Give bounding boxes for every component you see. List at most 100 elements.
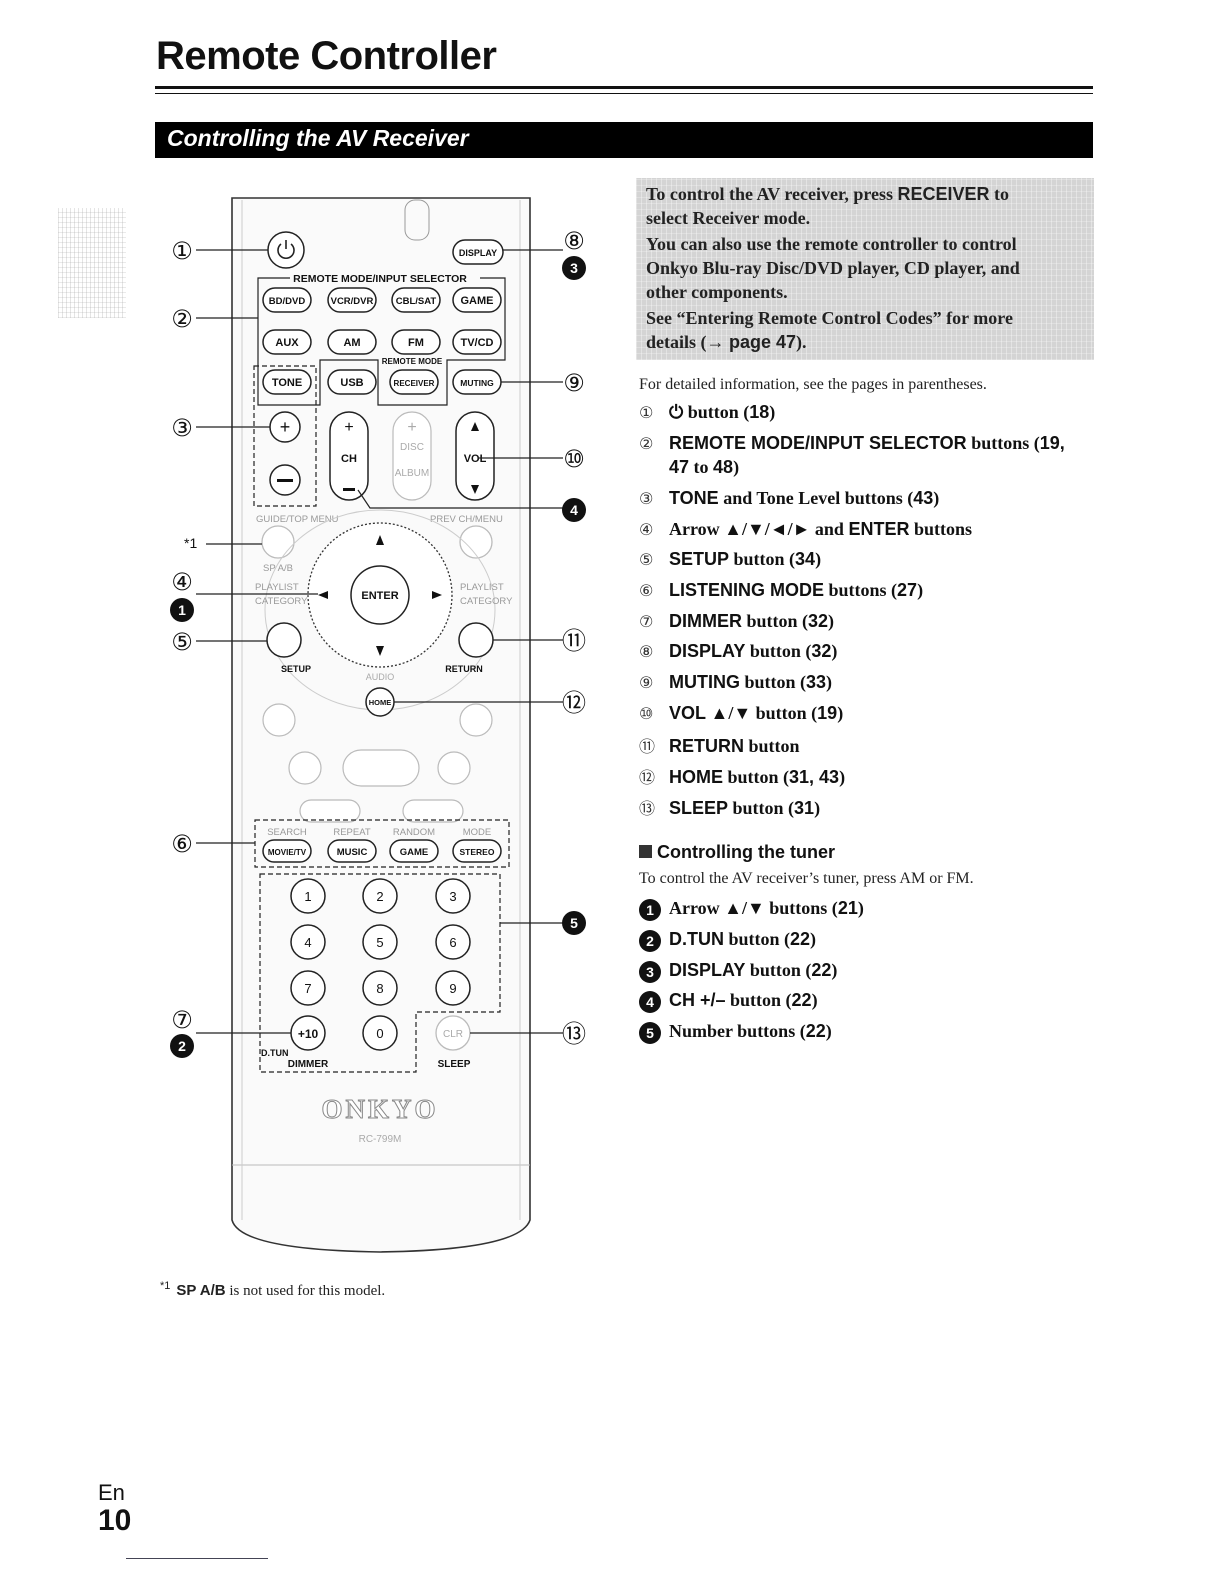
prev-label: PREV CH/MENU <box>430 514 503 525</box>
selector-title: REMOTE MODE/INPUT SELECTOR <box>293 273 467 285</box>
text-segment: 32 <box>811 641 832 661</box>
page-number: 10 <box>98 1504 132 1537</box>
callout-1: ① <box>171 237 193 265</box>
enter-button <box>350 565 410 625</box>
text-segment: 22 <box>790 929 811 949</box>
tuner-intro: To control the AV receiver’s tuner, pres… <box>639 870 974 888</box>
tuner-item-number: 3 <box>639 960 661 983</box>
callout-b5: 5 <box>570 915 578 931</box>
svg-text:2: 2 <box>376 889 383 904</box>
home-label: HOME <box>369 698 392 707</box>
section-header-bar: Controlling the AV Receiver <box>155 122 1093 158</box>
playlist-left-label: PLAYLIST <box>255 582 299 593</box>
svg-text:+: + <box>344 419 353 436</box>
digit-7-button <box>290 970 326 1006</box>
text-segment: 21 <box>837 898 858 918</box>
text-segment: ) <box>828 611 835 631</box>
category-right-label: CATEGORY <box>460 596 513 607</box>
note-text: Onkyo Blu-ray Disc/DVD player, CD player… <box>646 258 1020 278</box>
text-segment: MUTING <box>669 672 740 692</box>
callout-7: ⑦ <box>171 1006 193 1034</box>
callout-b4: 4 <box>570 502 578 518</box>
note-key: RECEIVER <box>897 184 990 204</box>
svg-text:CLR: CLR <box>443 1029 463 1040</box>
spab-button <box>261 525 295 559</box>
text-segment: button ( <box>683 402 750 422</box>
text-segment: DIMMER <box>669 611 742 631</box>
language-label: En <box>98 1480 125 1505</box>
search-label: SEARCH <box>267 827 307 838</box>
callout-9: ⑨ <box>563 369 585 397</box>
footnote-mark: *1 <box>160 1280 171 1292</box>
item-number: ③ <box>639 489 654 508</box>
tv-cd-button: TV/CD <box>461 337 494 349</box>
text-segment: 22 <box>791 990 812 1010</box>
note-text: See “Entering Remote Control Codes” for … <box>646 308 1013 328</box>
callout-3: ③ <box>171 414 193 442</box>
text-segment: 19, <box>1039 433 1065 453</box>
game2-button: GAME <box>400 847 429 858</box>
note-text: You can also use the remote controller t… <box>646 234 1017 254</box>
ch-label: CH <box>341 453 357 465</box>
tuner-item-number: 4 <box>639 990 661 1013</box>
text-segment: DISPLAY <box>669 960 746 980</box>
arrow-down-icon <box>376 646 384 656</box>
text-segment: button ( <box>742 611 809 631</box>
note-line: You can also use the remote controller t… <box>646 234 1017 255</box>
text-segment: 31 <box>794 798 815 818</box>
item-number: ⑪ <box>639 737 656 756</box>
model-label: RC-799M <box>359 1134 402 1145</box>
digit-4-button <box>290 924 326 960</box>
text-segment: 27 <box>897 580 918 600</box>
list-item: 47 to 48) <box>639 457 739 478</box>
dtun-label: D.TUN <box>261 1048 289 1058</box>
text-segment: Number buttons ( <box>669 1021 806 1041</box>
svg-text:6: 6 <box>449 935 456 950</box>
setup-label: SETUP <box>281 664 311 674</box>
digit-0-button <box>362 1015 398 1051</box>
text-segment: SETUP <box>669 549 730 569</box>
text-segment: . <box>969 870 974 887</box>
tuner-item-number: 1 <box>639 898 661 921</box>
digit-8-button <box>362 970 398 1006</box>
callout-4: ④ <box>171 568 193 596</box>
display-button <box>452 239 504 265</box>
note-text: details (→ <box>646 332 729 352</box>
text-segment: AM <box>899 870 926 887</box>
item-number: ⑤ <box>639 550 654 569</box>
enter-label: ENTER <box>361 590 398 602</box>
note-line: See “Entering Remote Control Codes” for … <box>646 308 1013 329</box>
text-segment: ) <box>839 767 846 787</box>
callout-13: ⑬ <box>562 1020 586 1048</box>
note-text: ). <box>796 332 807 352</box>
svg-text:9: 9 <box>449 981 456 996</box>
footer-rule <box>126 1558 268 1559</box>
scan-artifact <box>58 208 126 318</box>
game-button: GAME <box>461 295 494 307</box>
svg-text:+: + <box>407 419 416 436</box>
audio-label: AUDIO <box>366 672 395 682</box>
text-segment: button <box>744 736 800 756</box>
text-segment: button ( <box>724 929 791 949</box>
am-button: AM <box>343 337 360 349</box>
text-segment: ENTER <box>848 519 910 539</box>
text-segment: ) <box>831 960 838 980</box>
text-segment: ) <box>769 402 776 422</box>
power-button <box>267 231 305 269</box>
svg-text:+: + <box>280 417 291 437</box>
stereo-button: STEREO <box>460 847 495 857</box>
sleep-label: SLEEP <box>438 1059 471 1070</box>
text-segment: TONE <box>669 488 719 508</box>
text-segment: buttons <box>909 519 972 539</box>
random-label: RANDOM <box>393 827 435 838</box>
